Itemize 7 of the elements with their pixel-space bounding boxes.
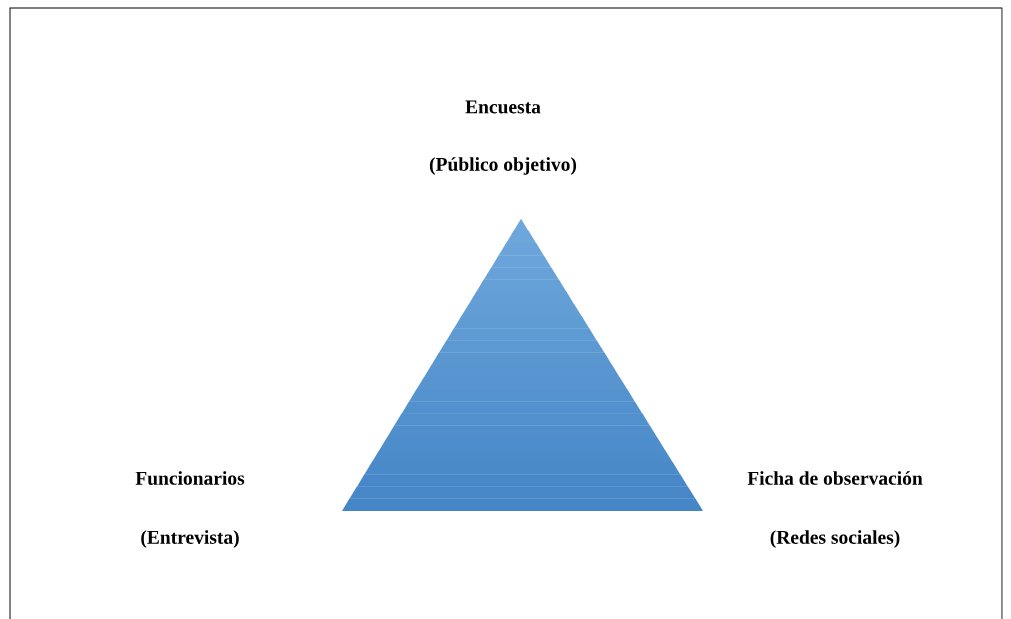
corner-label: (Público objetivo) bbox=[429, 157, 577, 175]
corner-label: (Redes sociales) bbox=[770, 530, 900, 548]
corner-label: Encuesta bbox=[465, 100, 541, 114]
corner-label: Ficha de observación bbox=[747, 471, 923, 485]
corner-label: Funcionarios bbox=[135, 471, 245, 485]
corner-label: (Entrevista) bbox=[141, 530, 239, 548]
triangle bbox=[342, 218, 703, 511]
